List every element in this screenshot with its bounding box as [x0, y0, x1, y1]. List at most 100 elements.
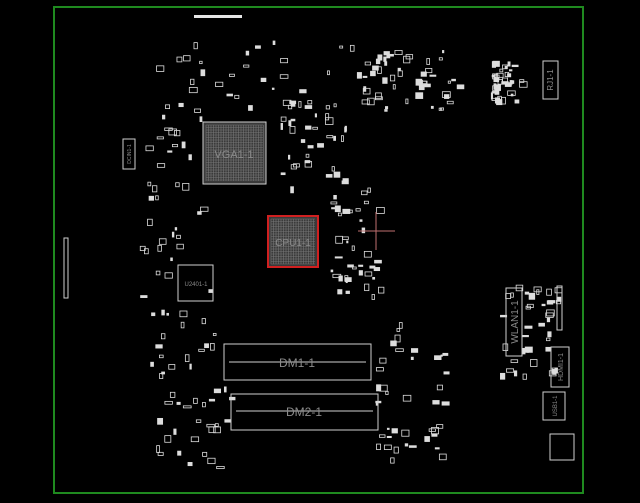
board-outline: [53, 6, 584, 494]
smd-pad: [339, 45, 344, 49]
smd-pad: [202, 402, 206, 408]
smd-pad: [226, 93, 233, 97]
component-vga[interactable]: VGA1-1: [202, 121, 267, 185]
smd-pad: [190, 78, 195, 85]
smd-pad: [528, 292, 536, 300]
component-u2401[interactable]: U2401-1: [177, 264, 214, 302]
smd-pad: [385, 390, 389, 395]
smd-pad: [168, 364, 176, 370]
smd-pad: [379, 384, 388, 392]
smd-pad: [190, 436, 200, 443]
smd-pad: [157, 451, 164, 456]
smd-pad: [499, 68, 504, 73]
smd-pad: [164, 127, 173, 131]
smd-pad: [289, 100, 297, 105]
component-label: CPU1-1: [275, 238, 311, 249]
smd-pad: [248, 105, 253, 111]
smd-pad: [383, 51, 390, 56]
smd-pad: [358, 264, 364, 267]
smd-pad: [333, 171, 341, 178]
smd-pad: [511, 64, 519, 68]
smd-pad: [524, 325, 533, 329]
component-hdmi[interactable]: HDMI1-1: [550, 346, 570, 388]
smd-pad: [504, 71, 510, 78]
component-dcin[interactable]: DCIN1-1: [122, 138, 136, 170]
component-usb[interactable]: USB1-1: [542, 391, 566, 421]
smd-pad: [162, 114, 166, 120]
smd-pad: [367, 97, 375, 106]
smd-pad: [441, 401, 450, 406]
smd-pad: [506, 368, 514, 373]
smd-pad: [304, 105, 313, 109]
smd-pad: [195, 419, 202, 423]
smd-pad: [260, 77, 267, 82]
smd-pad: [155, 344, 163, 349]
smd-pad: [147, 181, 152, 187]
smd-pad: [213, 388, 222, 394]
smd-pad: [325, 174, 333, 178]
smd-pad: [376, 207, 385, 214]
smd-pad: [519, 81, 528, 88]
smd-pad: [492, 60, 500, 67]
smd-pad: [432, 400, 440, 405]
smd-pad: [202, 451, 208, 457]
smd-pad: [552, 368, 556, 375]
smd-pad: [363, 86, 367, 92]
smd-pad: [344, 125, 347, 132]
smd-pad: [507, 61, 511, 67]
smd-pad: [333, 103, 337, 108]
smd-pad: [533, 286, 542, 293]
smd-pad: [342, 208, 351, 214]
component-rj1[interactable]: RJ1-1: [542, 60, 559, 100]
smd-pad: [148, 195, 155, 201]
smd-pad: [334, 256, 343, 259]
smd-pad: [513, 370, 518, 377]
component-wlan[interactable]: WLAN1-1: [505, 287, 523, 357]
smd-pad: [423, 83, 431, 88]
smd-pad: [389, 74, 396, 82]
smd-pad: [312, 126, 318, 130]
smd-pad: [206, 423, 215, 428]
smd-pad: [364, 283, 370, 292]
smd-pad: [243, 64, 250, 68]
smd-pad: [156, 136, 164, 140]
smd-pad: [510, 93, 514, 97]
smd-pad: [314, 113, 317, 118]
component-cpu[interactable]: CPU1-1: [267, 215, 319, 268]
smd-pad: [510, 292, 514, 298]
smd-pad: [307, 100, 313, 105]
smd-pad: [396, 328, 401, 332]
smd-pad: [375, 401, 379, 406]
smd-pad: [376, 443, 381, 450]
smd-pad: [182, 405, 192, 409]
component-dm2[interactable]: DM2-1: [230, 393, 379, 431]
smd-pad: [355, 208, 361, 212]
pads-layer: [139, 40, 563, 470]
smd-pad: [349, 44, 355, 52]
smd-pad: [159, 354, 164, 359]
smd-pad: [325, 105, 330, 110]
smd-pad: [386, 435, 392, 439]
smd-pad: [345, 290, 350, 294]
smd-pad: [438, 107, 443, 111]
smd-pad: [161, 309, 165, 316]
smd-pad: [145, 145, 154, 152]
smd-pad: [352, 266, 357, 270]
smd-pad: [546, 288, 552, 296]
smd-pad: [197, 211, 202, 215]
smd-pad: [165, 104, 170, 109]
smd-pad: [193, 42, 198, 50]
smd-pad: [182, 182, 190, 191]
smd-pad: [493, 83, 497, 90]
smd-pad: [330, 201, 338, 205]
smd-pad: [351, 245, 355, 251]
smd-pad: [199, 60, 203, 65]
component-dm1[interactable]: DM1-1: [223, 343, 372, 381]
smd-pad: [184, 354, 190, 362]
smd-pad: [342, 236, 349, 240]
smd-pad: [289, 126, 296, 134]
smd-pad: [372, 65, 379, 71]
smd-pad: [405, 54, 414, 60]
smd-pad: [367, 187, 371, 193]
